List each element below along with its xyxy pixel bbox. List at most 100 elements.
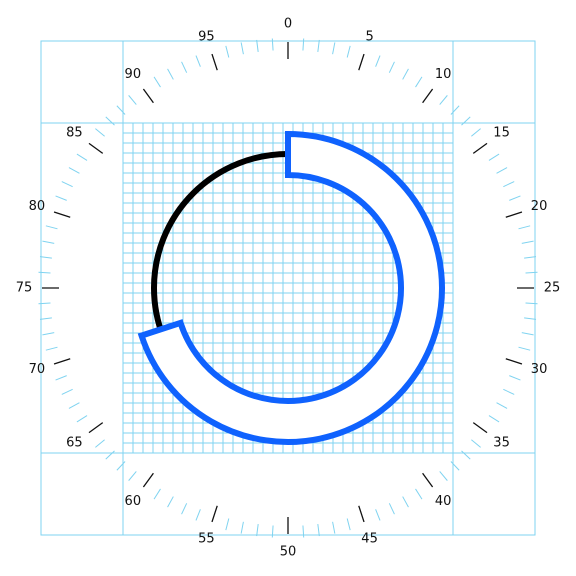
tick-label: 45 (361, 532, 378, 547)
tick-label: 35 (493, 436, 510, 451)
minor-tick (439, 471, 448, 481)
tick-label: 55 (198, 532, 215, 547)
tick-label: 10 (435, 67, 452, 82)
corner-box-top-right (452, 40, 536, 124)
minor-tick (524, 256, 537, 259)
minor-tick (42, 332, 55, 336)
minor-tick (128, 471, 137, 481)
minor-tick (225, 45, 230, 58)
minor-tick (116, 461, 126, 471)
minor-tick (256, 39, 259, 52)
minor-tick (153, 488, 161, 500)
corner-box-bottom-left (40, 452, 124, 536)
major-tick (88, 142, 104, 154)
minor-tick (55, 375, 67, 381)
minor-tick (524, 317, 537, 320)
major-ticks (42, 42, 534, 534)
minor-tick (388, 503, 395, 515)
minor-tick (105, 116, 115, 126)
major-tick (53, 358, 71, 365)
minor-tick (128, 95, 137, 105)
major-tick (53, 211, 71, 218)
minor-tick (471, 128, 481, 137)
major-tick (211, 505, 218, 523)
minor-tick (167, 496, 174, 508)
minor-tick (195, 509, 201, 521)
minor-tick (503, 181, 515, 188)
minor-tick (496, 167, 508, 174)
tick-label: 15 (493, 125, 510, 140)
minor-tick (488, 415, 500, 423)
minor-tick (61, 181, 73, 188)
minor-tick (346, 45, 351, 58)
major-tick (422, 472, 434, 488)
tick-label: 80 (29, 199, 46, 214)
minor-tick (181, 61, 188, 73)
minor-tick (518, 225, 531, 230)
corner-box-top-left (40, 40, 124, 124)
minor-tick (461, 116, 471, 126)
minor-tick (415, 488, 423, 500)
minor-tick (38, 302, 51, 305)
minor-tick (42, 240, 55, 244)
minor-tick (256, 524, 259, 537)
minor-tick (332, 42, 336, 55)
minor-tick (181, 503, 188, 515)
tick-label: 60 (125, 494, 142, 509)
major-tick (472, 422, 488, 434)
minor-tick (116, 105, 126, 115)
minor-tick (402, 496, 409, 508)
minor-tick (488, 153, 500, 161)
tick-label: 70 (29, 362, 46, 377)
minor-tick (61, 388, 73, 395)
minor-tick (332, 521, 336, 534)
minor-tick (95, 128, 105, 137)
minor-tick (375, 509, 381, 521)
major-tick (88, 422, 104, 434)
minor-tick (39, 317, 52, 320)
tick-label: 30 (531, 362, 548, 377)
minor-tick (95, 439, 105, 448)
minor-tick (76, 415, 88, 423)
minor-tick (509, 195, 521, 201)
tick-label: 75 (16, 281, 33, 296)
major-tick (472, 142, 488, 154)
major-tick (358, 505, 365, 523)
minor-tick (105, 450, 115, 460)
minor-tick (496, 402, 508, 409)
minor-tick (225, 518, 230, 531)
minor-tick (240, 42, 244, 55)
minor-tick (388, 61, 395, 73)
tick-label: 85 (66, 125, 83, 140)
minor-tick (525, 302, 538, 305)
minor-tick (76, 153, 88, 161)
minor-tick (450, 461, 460, 471)
tick-label: 90 (125, 67, 142, 82)
minor-tick (302, 525, 305, 538)
tick-label: 0 (284, 17, 292, 32)
tick-label: 5 (365, 29, 373, 44)
major-tick (505, 358, 523, 365)
minor-tick (503, 388, 515, 395)
minor-tick (471, 439, 481, 448)
minor-tick (167, 68, 174, 80)
minor-tick (375, 55, 381, 67)
tick-label: 95 (198, 29, 215, 44)
minor-tick (521, 240, 534, 244)
background-frame (40, 40, 536, 536)
minor-tick (39, 256, 52, 259)
major-tick (505, 211, 523, 218)
minor-tick (153, 76, 161, 88)
minor-tick (240, 521, 244, 534)
major-tick (142, 472, 154, 488)
outer-frame (40, 40, 536, 536)
minor-tick (45, 225, 58, 230)
minor-tick (346, 518, 351, 531)
minor-tick (521, 332, 534, 336)
minor-tick (402, 68, 409, 80)
minor-tick (55, 195, 67, 201)
major-tick (211, 53, 218, 71)
minor-tick (317, 524, 320, 537)
